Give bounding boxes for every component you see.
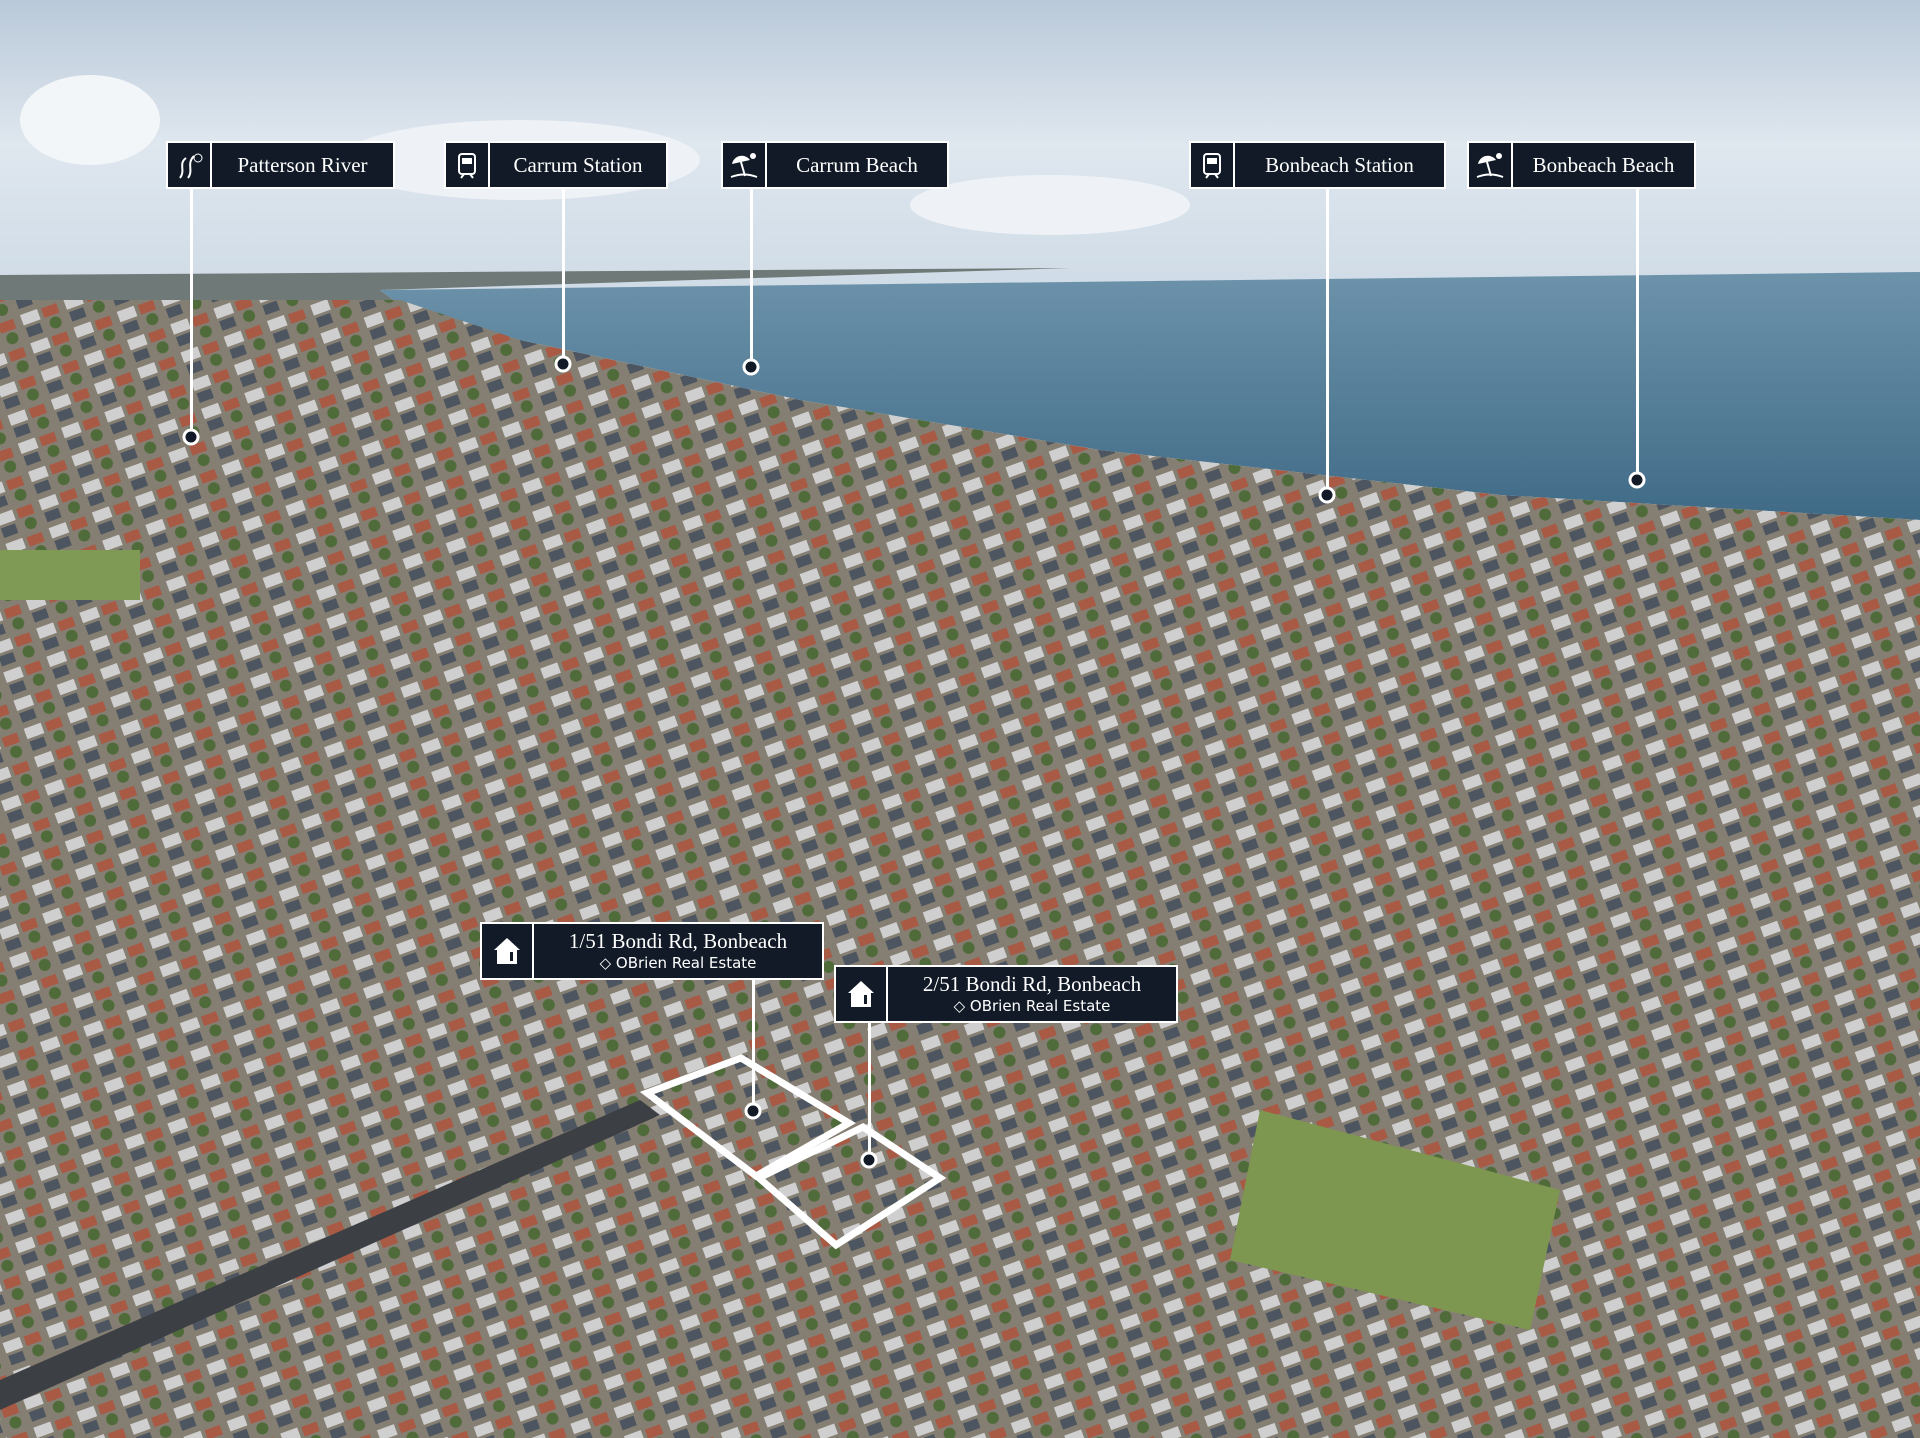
agent-name: ◇ OBrien Real Estate — [953, 997, 1111, 1015]
property-address: 1/51 Bondi Rd, Bonbeach — [568, 929, 788, 953]
location-dot — [182, 428, 200, 446]
landmark-label-patterson-river: Patterson River — [166, 141, 395, 189]
lot-outline-1 — [639, 1054, 856, 1181]
pointer-line — [752, 980, 755, 1111]
pointer-line — [190, 189, 193, 437]
location-dot — [1628, 471, 1646, 489]
property-address: 2/51 Bondi Rd, Bonbeach — [922, 972, 1142, 996]
landmark-label-bonbeach-station: Bonbeach Station — [1189, 141, 1446, 189]
cloud — [20, 75, 160, 165]
landmark-label-carrum-station: Carrum Station — [444, 141, 668, 189]
agent-logo-icon: ◇ — [953, 997, 970, 1015]
property-label-1: 1/51 Bondi Rd, Bonbeach ◇ OBrien Real Es… — [480, 922, 824, 980]
suburbs — [0, 300, 1920, 1438]
landmark-name: Bonbeach Station — [1235, 143, 1444, 187]
landmark-name: Bonbeach Beach — [1513, 143, 1694, 187]
vacant-lot — [1230, 1110, 1560, 1330]
landmark-name: Patterson River — [212, 143, 393, 187]
house-icon — [482, 924, 532, 978]
location-dot — [554, 355, 572, 373]
location-dot — [1318, 486, 1336, 504]
road — [0, 1100, 660, 1410]
sea — [380, 272, 1920, 520]
landmark-name: Carrum Station — [490, 143, 666, 187]
agent-logo-icon: ◇ — [599, 954, 616, 972]
train-icon — [1191, 143, 1233, 187]
lot-outline-2 — [752, 1122, 947, 1250]
agent-name: ◇ OBrien Real Estate — [599, 954, 757, 972]
pointer-line — [1326, 189, 1329, 495]
location-dot — [860, 1151, 878, 1169]
pointer-line — [562, 189, 565, 364]
location-dot — [744, 1102, 762, 1120]
beach-umbrella-icon — [1469, 143, 1511, 187]
river-icon — [168, 143, 210, 187]
pointer-line — [750, 189, 753, 367]
landmark-label-carrum-beach: Carrum Beach — [721, 141, 949, 189]
landmark-name: Carrum Beach — [767, 143, 947, 187]
property-label-2: 2/51 Bondi Rd, Bonbeach ◇ OBrien Real Es… — [834, 965, 1178, 1023]
cloud — [910, 175, 1190, 235]
train-icon — [446, 143, 488, 187]
landmark-label-bonbeach-beach: Bonbeach Beach — [1467, 141, 1696, 189]
beach-umbrella-icon — [723, 143, 765, 187]
pointer-line — [868, 1021, 871, 1160]
pointer-line — [1636, 189, 1639, 480]
location-dot — [742, 358, 760, 376]
park — [0, 550, 140, 600]
house-icon — [836, 967, 886, 1021]
